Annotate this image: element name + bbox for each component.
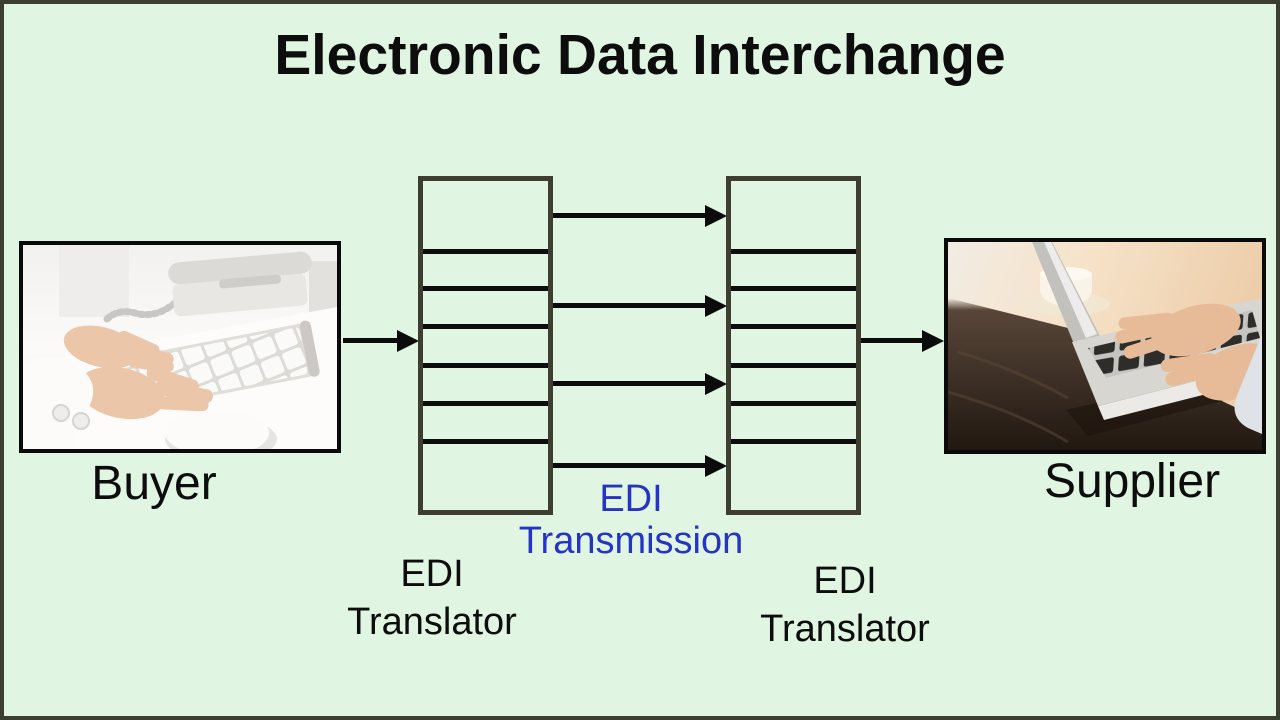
document-row-divider bbox=[423, 324, 548, 329]
edi-transmission-label-line2: Transmission bbox=[518, 520, 744, 562]
edi-translator-label-right: EDI Translator bbox=[695, 557, 995, 653]
arrow-head-icon bbox=[397, 330, 419, 352]
arrow-head-icon bbox=[705, 455, 727, 477]
arrow-transmission-1 bbox=[553, 205, 727, 227]
buyer-photo-illustration bbox=[23, 245, 337, 449]
arrow-shaft bbox=[553, 463, 707, 468]
edi-transmission-label-line1: EDI bbox=[599, 478, 663, 520]
page-title: Electronic Data Interchange bbox=[274, 23, 1006, 87]
edi-translator-label-left: EDI Translator bbox=[282, 550, 582, 646]
edi-translator-box-left bbox=[418, 176, 553, 515]
edi-translator-right-line2: Translator bbox=[760, 608, 930, 650]
document-row-divider bbox=[731, 249, 856, 254]
arrow-head-icon bbox=[705, 205, 727, 227]
edi-translator-left-line1: EDI bbox=[400, 553, 464, 595]
document-row-divider bbox=[423, 439, 548, 444]
supplier-photo bbox=[944, 238, 1266, 454]
document-row-divider bbox=[731, 363, 856, 368]
arrow-buyer-to-translator bbox=[343, 330, 419, 352]
arrow-transmission-2 bbox=[553, 295, 727, 317]
arrow-shaft bbox=[553, 213, 707, 218]
document-row-divider bbox=[423, 249, 548, 254]
arrow-head-icon bbox=[922, 330, 944, 352]
arrow-shaft bbox=[343, 338, 399, 343]
arrow-shaft bbox=[553, 303, 707, 308]
buyer-label: Buyer bbox=[91, 457, 217, 510]
document-row-divider bbox=[731, 401, 856, 406]
edi-translator-right-line1: EDI bbox=[813, 560, 877, 602]
supplier-label: Supplier bbox=[1043, 455, 1221, 508]
supplier-photo-illustration bbox=[948, 242, 1262, 450]
arrow-transmission-3 bbox=[553, 373, 727, 395]
arrow-head-icon bbox=[705, 373, 727, 395]
arrow-shaft bbox=[861, 338, 924, 343]
arrow-translator-to-supplier bbox=[861, 330, 944, 352]
document-row-divider bbox=[423, 401, 548, 406]
buyer-photo bbox=[19, 241, 341, 453]
document-row-divider bbox=[731, 324, 856, 329]
document-row-divider bbox=[731, 439, 856, 444]
edi-transmission-label: EDI Transmission bbox=[481, 478, 781, 562]
arrow-head-icon bbox=[705, 295, 727, 317]
edi-translator-left-line2: Translator bbox=[347, 601, 517, 643]
document-row-divider bbox=[423, 363, 548, 368]
arrow-shaft bbox=[553, 381, 707, 386]
document-row-divider bbox=[731, 286, 856, 291]
arrow-transmission-4 bbox=[553, 455, 727, 477]
document-row-divider bbox=[423, 286, 548, 291]
edi-translator-box-right bbox=[726, 176, 861, 515]
